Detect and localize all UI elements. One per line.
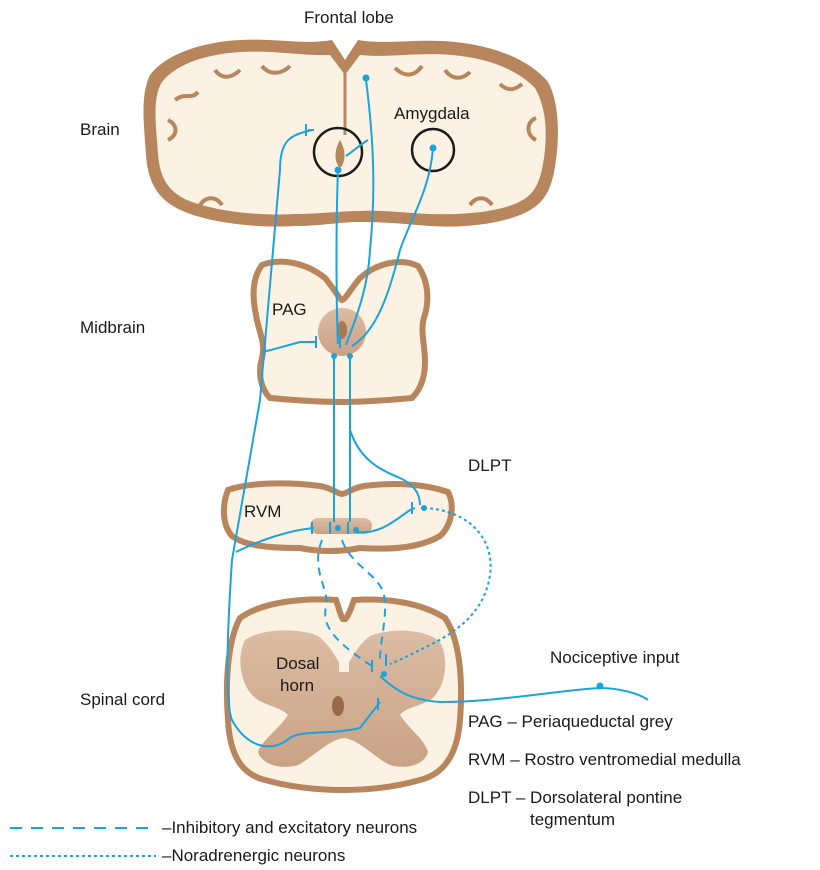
rvm-cell-body-1 (335, 525, 341, 531)
nucleus-to-pag-neuron (337, 170, 339, 344)
legend-dashed-swatch (8, 823, 158, 833)
brain-section (144, 40, 558, 227)
rvm-label: RVM (244, 502, 281, 522)
abbr-dlpt-line2: tegmentum (530, 810, 615, 830)
abbr-pag: PAG – Periaqueductal grey (468, 712, 673, 732)
rvm-cell-body-2 (353, 527, 359, 533)
amygdala-label: Amygdala (394, 104, 470, 124)
brain-label: Brain (80, 120, 120, 140)
nociceptive-receptor (597, 683, 604, 690)
dorsal-horn-cell-body (381, 671, 387, 677)
legend-dotted-label: –Noradrenergic neurons (162, 846, 345, 866)
nucleus-cell-body (335, 167, 342, 174)
midbrain-label: Midbrain (80, 318, 145, 338)
dlpt-label: DLPT (468, 456, 511, 476)
frontal-cell-body (363, 75, 370, 82)
legend-dashed: –Inhibitory and excitatory neurons (8, 818, 417, 838)
legend-dashed-label: –Inhibitory and excitatory neurons (162, 818, 417, 838)
amygdala-cell-body (430, 145, 437, 152)
dlpt-cell-body (421, 505, 427, 511)
midbrain-section (254, 262, 428, 402)
dorsal-horn-label-line2: horn (280, 676, 314, 696)
abbr-dlpt: DLPT – Dorsolateral pontine (468, 788, 682, 808)
central-canal (332, 696, 344, 716)
spinal-cord-label: Spinal cord (80, 690, 165, 710)
spinal-cord-section (227, 599, 461, 790)
legend-dotted: –Noradrenergic neurons (8, 846, 345, 866)
pag-label: PAG (272, 300, 307, 320)
frontal-lobe-label: Frontal lobe (304, 8, 394, 28)
pag-cell-body-1 (331, 353, 337, 359)
abbr-rvm: RVM – Rostro ventromedial medulla (468, 750, 741, 770)
nociceptive-input-label: Nociceptive input (550, 648, 679, 668)
legend-dotted-swatch (8, 851, 158, 861)
pag-cell-body-2 (347, 353, 353, 359)
dorsal-horn-label-line1: Dosal (276, 654, 319, 674)
